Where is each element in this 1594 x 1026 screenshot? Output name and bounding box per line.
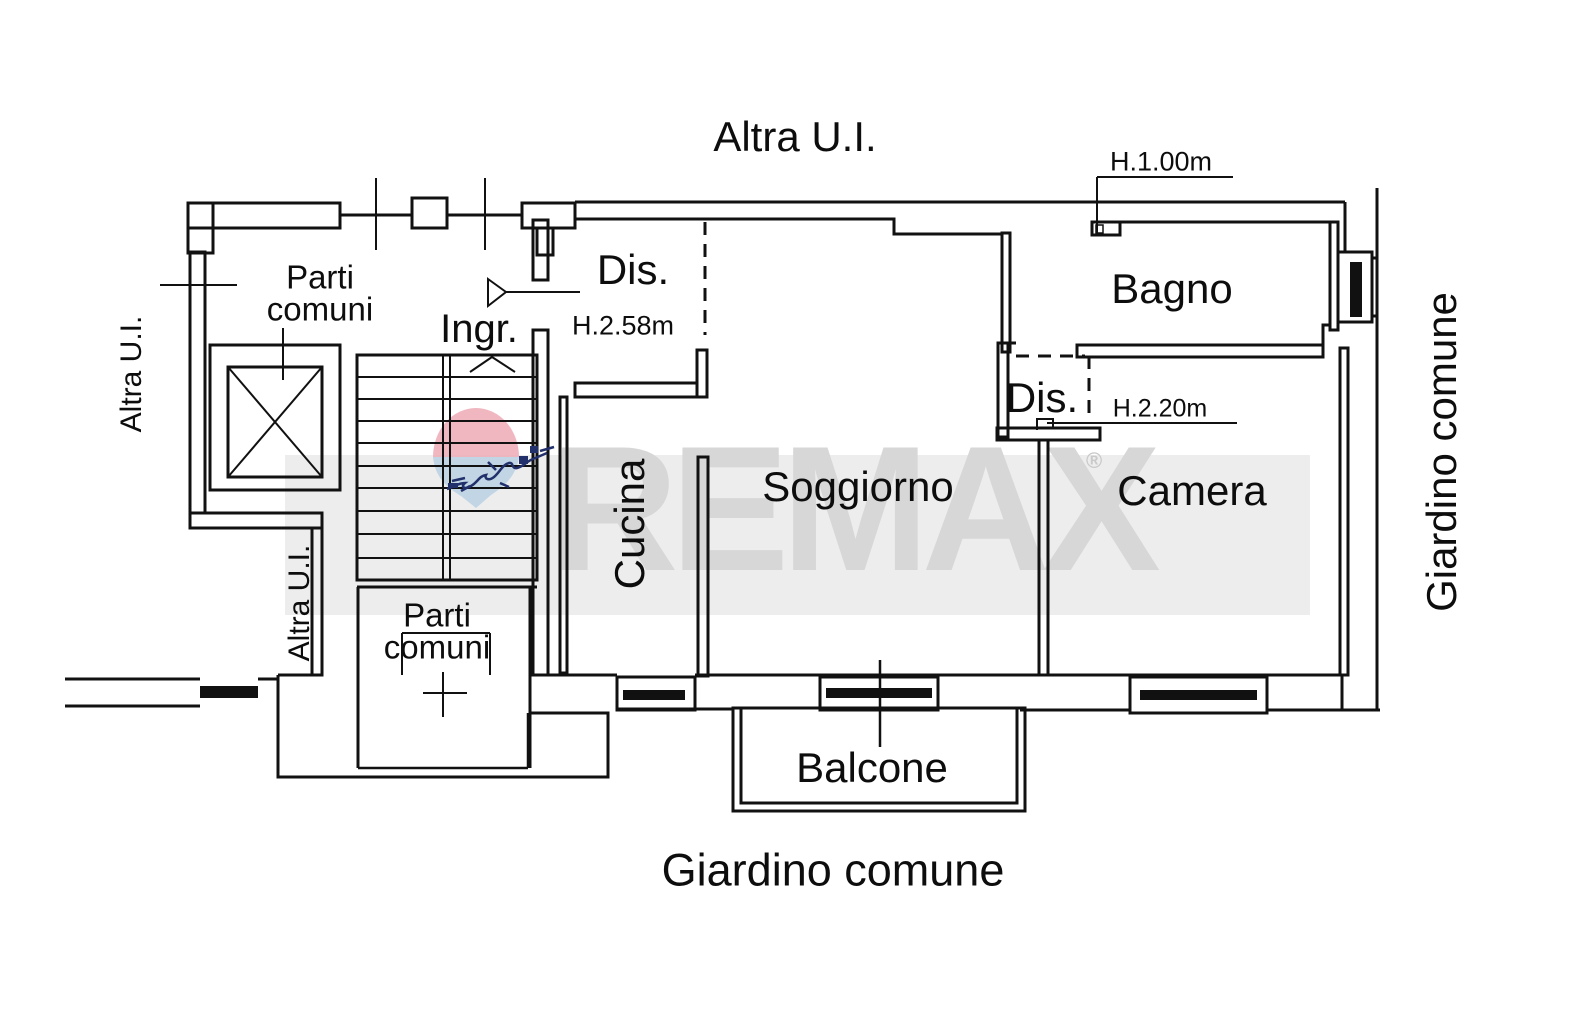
label-balcone: Balcone xyxy=(796,744,948,791)
disimpegno2-walls xyxy=(995,341,1102,442)
bagno-window-bar xyxy=(1350,262,1362,317)
cucina-walls xyxy=(531,218,733,712)
label-bagno: Bagno xyxy=(1111,265,1233,312)
label-ingresso: Ingr. xyxy=(440,307,518,351)
label-parti-comuni-top-line1: Parti xyxy=(286,258,354,296)
label-parti-comuni-bottom: Parti comuni xyxy=(383,596,491,666)
outer-walls xyxy=(186,188,1380,712)
label-camera: Camera xyxy=(1117,467,1267,514)
remax-balloon-icon xyxy=(433,408,519,508)
soggiorno-walls xyxy=(573,222,1039,747)
label-disimpegno2: Dis. xyxy=(1005,374,1079,421)
label-bagno-window-height: H.1.00m xyxy=(1109,146,1213,177)
label-parti-comuni-bottom-line2: comuni xyxy=(383,629,491,666)
label-disimpegno2-height: H.2.20m xyxy=(1112,394,1208,423)
label-parti-comuni-bottom-line1: Parti xyxy=(403,596,471,634)
wall-tick-marks xyxy=(160,178,486,286)
label-altra-ui-left-top: Altra U.I. xyxy=(115,315,148,433)
label-disimpegno1: Dis. xyxy=(596,246,670,293)
label-cucina: Cucina xyxy=(606,458,653,590)
entrance-porch xyxy=(65,672,610,779)
stair-direction-arrow xyxy=(469,355,516,373)
remax-watermark: REMAX xyxy=(550,409,1161,608)
stairs xyxy=(355,353,539,768)
bagno-walls xyxy=(1000,220,1377,359)
left-window-bar xyxy=(200,686,258,698)
entry-door-arrow-icon xyxy=(487,277,580,309)
label-soggiorno: Soggiorno xyxy=(762,463,954,510)
label-giardino-comune-right: Giardino comune xyxy=(1418,292,1465,612)
label-disimpegno1-height: H.2.58m xyxy=(571,310,675,341)
camera-walls xyxy=(1037,346,1350,715)
balcone-walls xyxy=(731,706,1027,813)
label-parti-comuni-top-line2: comuni xyxy=(266,291,374,328)
label-altra-ui-top: Altra U.I. xyxy=(713,113,877,160)
windows xyxy=(200,262,1362,700)
camera-window-bar xyxy=(1140,690,1257,700)
cucina-window-bar xyxy=(623,690,685,700)
elevator-icon xyxy=(208,328,342,492)
label-parti-comuni-top: Parti comuni xyxy=(266,258,374,328)
soggiorno-window-bar xyxy=(826,688,932,698)
registered-trademark-icon: ® xyxy=(1086,448,1103,473)
dimension-leaders xyxy=(1036,176,1237,430)
signature-scribble xyxy=(446,445,555,493)
label-giardino-comune-bottom: Giardino comune xyxy=(661,844,1005,896)
door-cross-icon xyxy=(423,672,467,717)
label-altra-ui-left-bottom: Altra U.I. xyxy=(283,544,316,662)
